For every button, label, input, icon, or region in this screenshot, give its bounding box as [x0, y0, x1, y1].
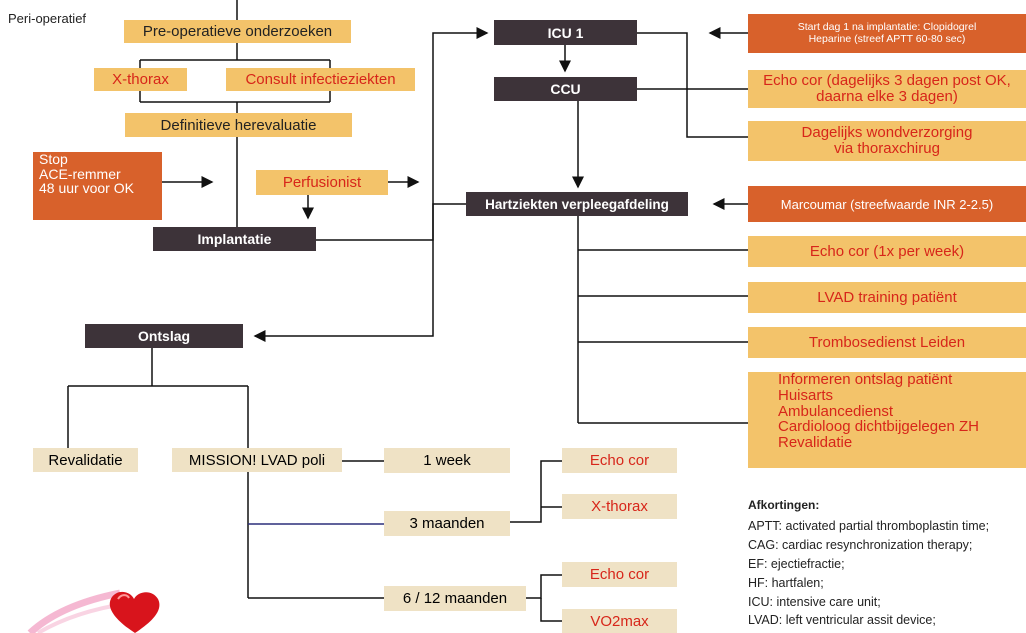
- maanden3-box: 3 maanden: [384, 511, 510, 536]
- echo-dagelijks-box: Echo cor (dagelijks 3 dagen post OK, daa…: [748, 70, 1026, 108]
- page-title: Peri-operatief: [8, 11, 87, 26]
- stop-ace-box: Stop ACE-remmer 48 uur voor OK: [33, 152, 162, 220]
- abbreviation-item: APTT: activated partial thromboplastin t…: [748, 519, 990, 533]
- informeren-line-2: Huisarts: [778, 386, 834, 404]
- echo-week-box: Echo cor (1x per week): [748, 236, 1026, 267]
- perfusionist-box: Perfusionist: [256, 170, 388, 195]
- wondverzorging-box: Dagelijks wondverzorging via thoraxchiru…: [748, 121, 1026, 161]
- xthorax-box: X-thorax: [94, 68, 187, 91]
- marcoumar-box: Marcoumar (streefwaarde INR 2-2.5): [748, 186, 1026, 222]
- xthorax-box-2: X-thorax: [562, 494, 677, 519]
- echo-dag-line-2: daarna elke 3 dagen): [816, 88, 958, 105]
- start-line-2: Heparine (streef APTT 60-80 sec): [808, 32, 966, 45]
- abbreviations-heading: Afkortingen:: [748, 498, 820, 512]
- abbreviation-item: HF: hartfalen;: [748, 576, 824, 590]
- echo-cor-box-2: Echo cor: [562, 562, 677, 587]
- informeren-line-1: Informeren ontslag patiënt: [778, 371, 953, 388]
- start-dag1-box: Start dag 1 na implantatie: Clopidogrel …: [748, 14, 1026, 53]
- trombosedienst-box: Trombosedienst Leiden: [748, 327, 1026, 358]
- stop-line-2: ACE-remmer: [39, 165, 121, 182]
- ccu-box: CCU: [494, 77, 637, 101]
- informeren-line-3: Ambulancedienst: [778, 402, 894, 420]
- herevaluatie-box: Definitieve herevaluatie: [125, 113, 352, 137]
- heart-logo-icon: [27, 589, 160, 633]
- preop-box: Pre-operatieve onderzoeken: [124, 20, 351, 43]
- abbreviation-item: LVAD: left ventricular assit device;: [748, 613, 936, 627]
- lvad-training-box: LVAD training patiënt: [748, 282, 1026, 313]
- implantatie-box: Implantatie: [153, 227, 316, 251]
- abbreviation-item: ICU: intensive care unit;: [748, 595, 881, 609]
- consult-box: Consult infectieziekten: [226, 68, 415, 91]
- informeren-line-5: Revalidatie: [778, 434, 853, 451]
- hartziekten-box: Hartziekten verpleegafdeling: [466, 192, 688, 216]
- informeren-box: Informeren ontslag patiënt Huisarts Ambu…: [748, 372, 1026, 468]
- stop-line-1: Stop: [39, 151, 68, 167]
- ontslag-box: Ontslag: [85, 324, 243, 348]
- icu1-box: ICU 1: [494, 20, 637, 45]
- start-line-1: Start dag 1 na implantatie: Clopidogrel: [797, 21, 977, 34]
- echo-cor-box-1: Echo cor: [562, 448, 677, 473]
- abbreviation-item: CAG: cardiac resynchronization therapy;: [748, 538, 973, 552]
- wond-line-1: Dagelijks wondverzorging: [801, 124, 973, 142]
- echo-dag-line-1: Echo cor (dagelijks 3 dagen post OK,: [763, 72, 1011, 90]
- revalidatie-box: Revalidatie: [33, 448, 138, 472]
- week1-box: 1 week: [384, 448, 510, 473]
- abbreviation-item: EF: ejectiefractie;: [748, 557, 845, 571]
- wond-line-2: via thoraxchirug: [834, 140, 940, 157]
- maanden612-box: 6 / 12 maanden: [384, 586, 526, 611]
- stop-line-3: 48 uur voor OK: [39, 180, 134, 197]
- vo2max-box: VO2max: [562, 609, 677, 633]
- informeren-line-4: Cardioloog dichtbijgelegen ZH: [778, 418, 979, 436]
- mission-box: MISSION! LVAD poli: [172, 448, 342, 472]
